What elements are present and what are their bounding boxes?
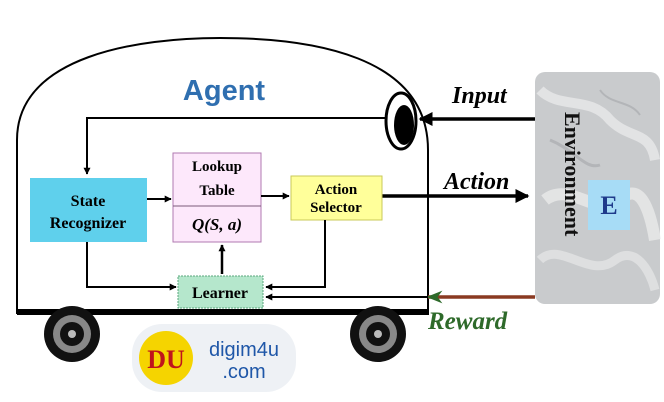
logo-line2: .com — [222, 361, 265, 383]
logo-line1: digim4u — [209, 339, 279, 361]
environment-label: Environment — [560, 112, 585, 237]
state-recognizer-box — [30, 178, 147, 242]
input-label: Input — [451, 83, 508, 109]
logo-mark-text: DU — [147, 345, 185, 374]
action-label: Action — [442, 169, 509, 195]
agent-floor — [17, 309, 429, 315]
state-recognizer-line2: Recognizer — [50, 215, 126, 232]
q-function-label: Q(S, a) — [192, 215, 242, 234]
reward-label: Reward — [427, 308, 508, 335]
sensor-eye-icon — [384, 91, 418, 151]
selector-to-learner-arrow — [265, 220, 326, 291]
right-wheel — [350, 306, 406, 362]
learner-label: Learner — [192, 285, 248, 302]
action-selector-box — [290, 175, 383, 221]
digim4u-logo: DU digim4u .com — [132, 324, 296, 392]
learner-box — [177, 275, 264, 309]
agent-title: Agent — [183, 75, 266, 107]
agent-body-outline — [16, 36, 429, 314]
sensor-to-state-arrow — [83, 117, 386, 175]
action-selector-line1: Action — [315, 182, 358, 198]
environment-badge — [588, 180, 630, 230]
lookup-table-box — [172, 152, 262, 243]
state-to-learner-arrow — [86, 242, 177, 291]
action-selector-line2: Selector — [310, 200, 362, 216]
state-recognizer-line1: State — [71, 193, 106, 210]
environment-badge-letter: E — [600, 191, 617, 220]
lookup-table-line2: Table — [199, 183, 235, 199]
lookup-table-line1: Lookup — [192, 159, 242, 175]
left-wheel — [44, 306, 100, 362]
